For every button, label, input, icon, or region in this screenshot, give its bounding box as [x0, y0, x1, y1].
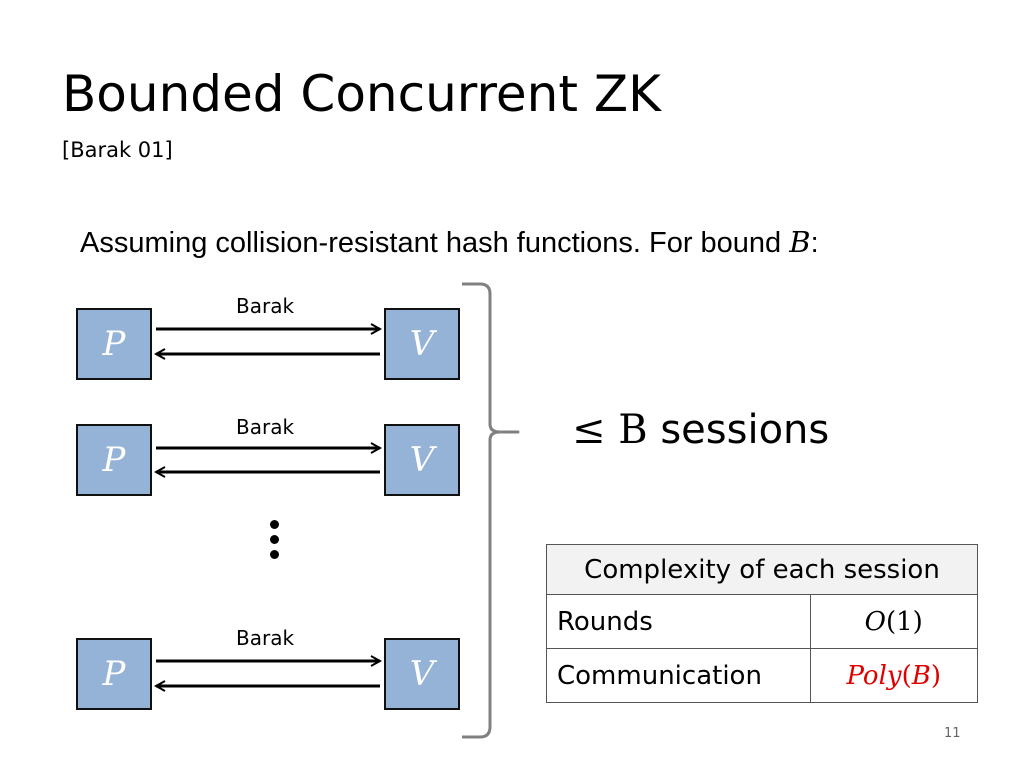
table-row: Communication Poly(B): [546, 648, 978, 703]
table-row: Rounds O(1): [546, 594, 978, 649]
verifier-box: V: [384, 308, 460, 380]
prover-box: P: [76, 424, 152, 496]
prover-box: P: [76, 638, 152, 710]
row-label: Rounds: [546, 594, 811, 649]
complexity-table: Complexity of each session Rounds O(1) C…: [546, 544, 978, 703]
assumption-line: Assuming collision-resistant hash functi…: [80, 222, 819, 263]
bound-variable: B: [789, 225, 811, 259]
protocol-label: Barak: [236, 294, 295, 318]
verifier-box: V: [384, 424, 460, 496]
assumption-text: Assuming collision-resistant hash functi…: [80, 227, 790, 259]
session-bound-label: ≤ B sessions: [572, 404, 829, 456]
slide-title: Bounded Concurrent ZK: [62, 65, 661, 123]
assumption-colon: :: [810, 227, 819, 259]
row-label: Communication: [546, 648, 811, 703]
row-value: O(1): [809, 594, 978, 649]
row-value: Poly(B): [809, 648, 978, 703]
vertical-ellipsis: [262, 520, 286, 566]
session-arrows: [156, 329, 380, 354]
bound-expression: ≤ B: [572, 407, 648, 453]
citation: [Barak 01]: [62, 138, 173, 162]
table-header: Complexity of each session: [546, 544, 978, 595]
prover-box: P: [76, 308, 152, 380]
protocol-label: Barak: [236, 415, 295, 439]
grouping-brace: [462, 282, 520, 739]
session-arrows: [156, 661, 380, 686]
session-arrows: [156, 448, 380, 472]
sessions-word: sessions: [660, 407, 830, 453]
protocol-label: Barak: [236, 626, 295, 650]
page-number: 11: [944, 726, 961, 741]
verifier-box: V: [384, 638, 460, 710]
